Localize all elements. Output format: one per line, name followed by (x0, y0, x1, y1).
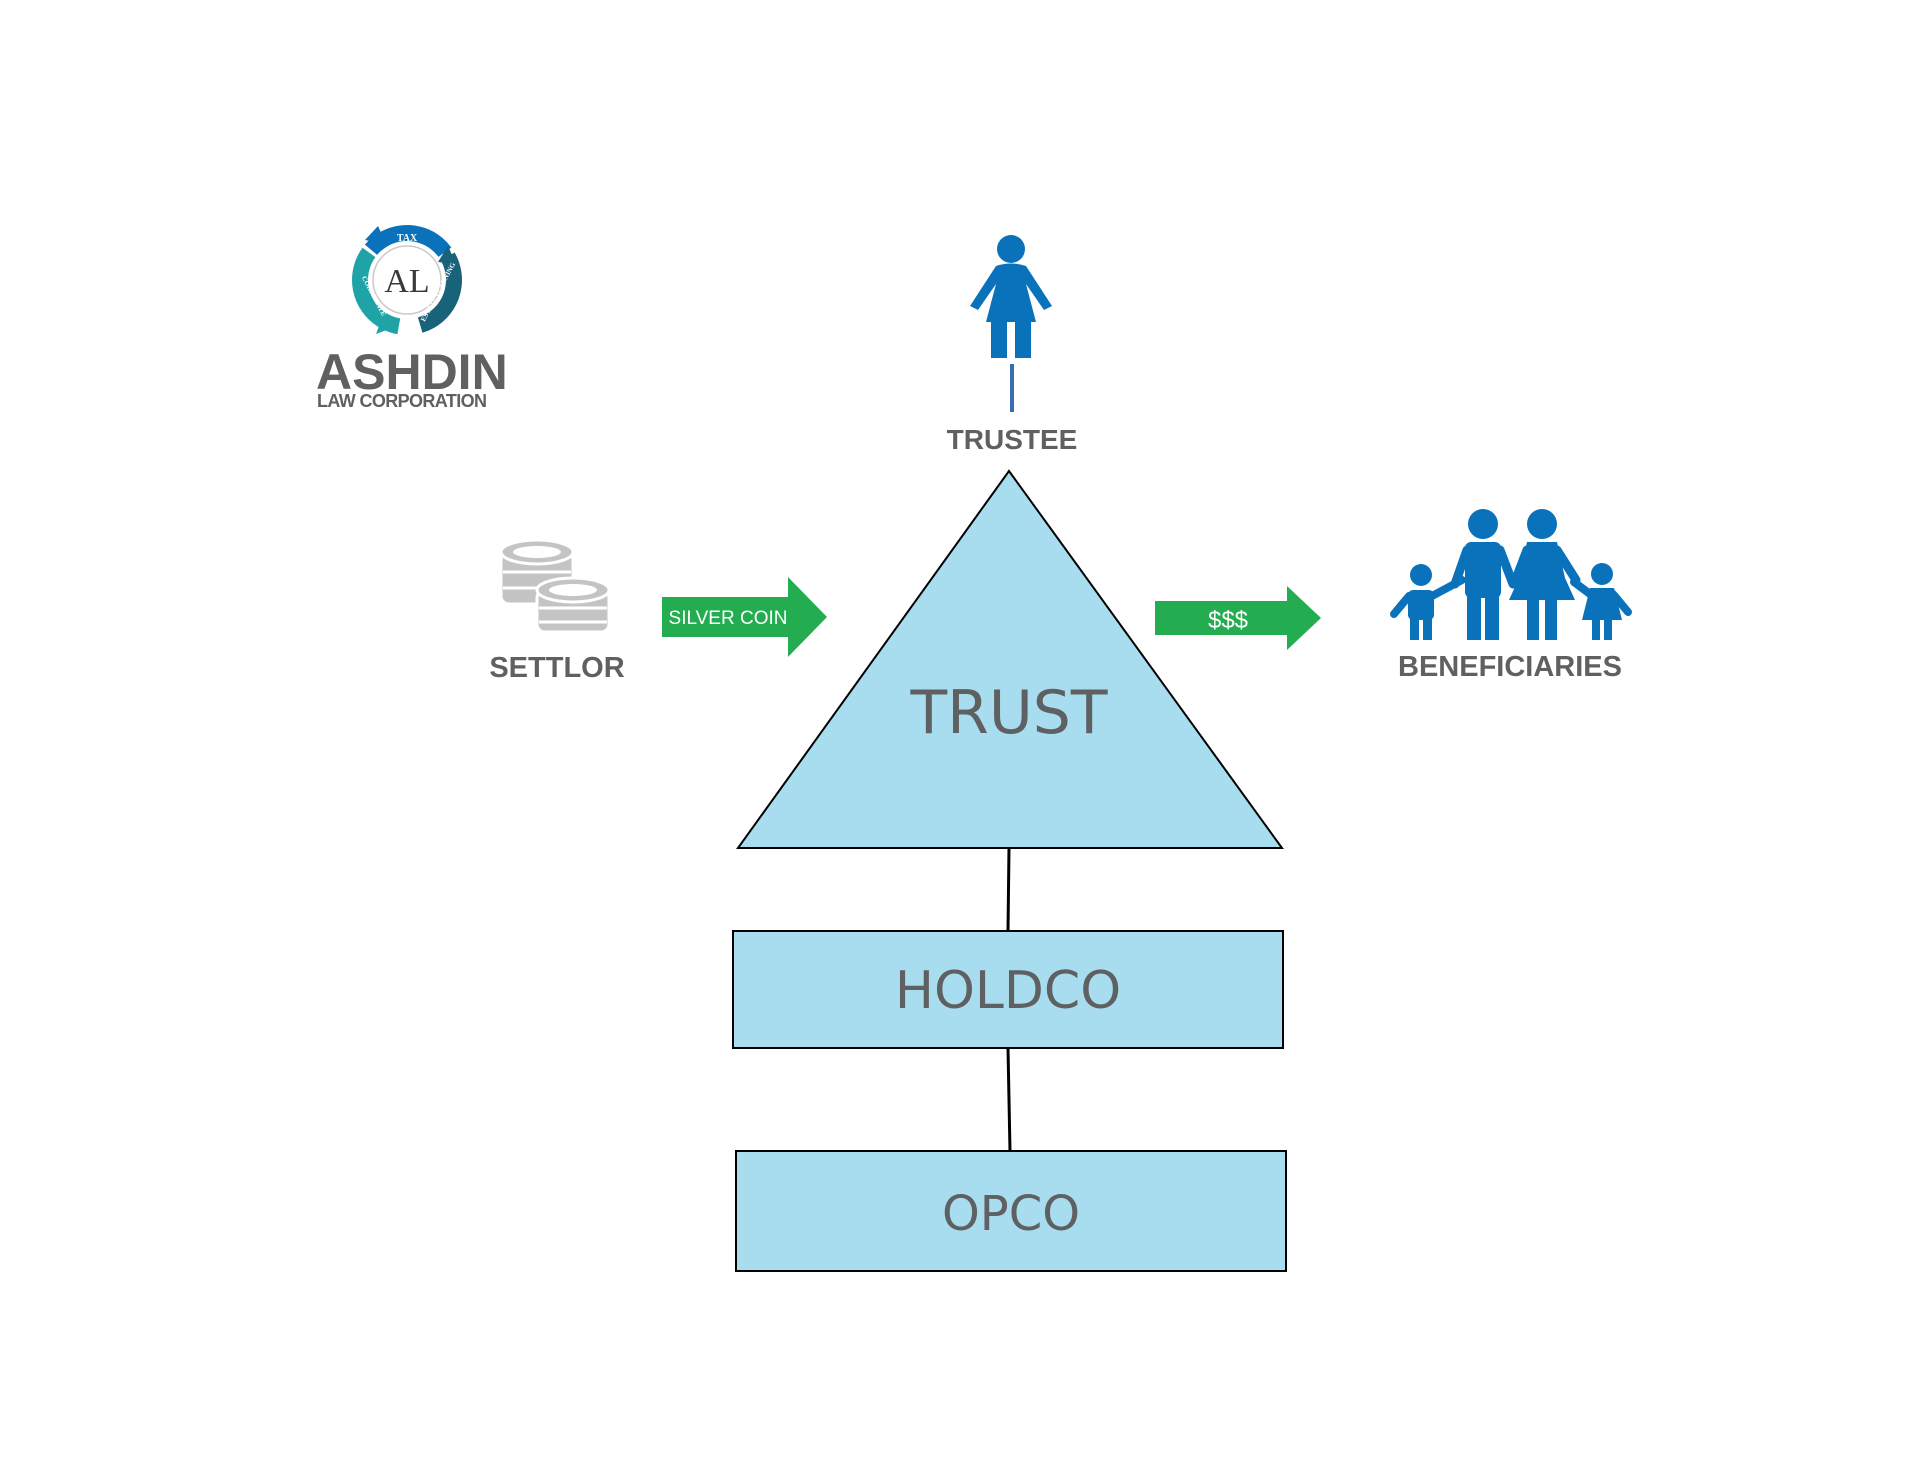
trust-label: TRUST (910, 678, 1108, 748)
coin-stack-icon (499, 538, 611, 634)
settlor-node: SETTLOR (489, 538, 625, 684)
ashdin-logo: AL TAX ESTATE PLANNING CORPORATE ASHDIN … (316, 225, 508, 411)
money-arrow: $$$ (1155, 586, 1321, 650)
holdco-box (732, 930, 1284, 1049)
holdco-opco-connector (1006, 1047, 1012, 1152)
trust-node: TRUST (736, 469, 1284, 849)
circular-arrows-logo-icon: AL TAX ESTATE PLANNING CORPORATE (352, 225, 463, 335)
opco-box (735, 1150, 1287, 1272)
trustee-label: TRUSTEE (947, 424, 1078, 455)
trustee-node: TRUSTEE (947, 235, 1078, 455)
opco-node: OPCO (735, 1150, 1287, 1272)
logo-ring-word-tax: TAX (397, 233, 418, 244)
holdco-label: HOLDCO (895, 961, 1121, 1021)
beneficiaries-node: BENEFICIARIES (1390, 509, 1632, 683)
settlor-label: SETTLOR (489, 652, 624, 684)
trust-triangle (736, 469, 1284, 849)
family-icon (1390, 509, 1632, 640)
opco-label: OPCO (942, 1186, 1080, 1242)
money-arrow-label: $$$ (1208, 607, 1248, 634)
silver-coin-arrow-label: SILVER COIN (669, 608, 788, 629)
beneficiaries-label: BENEFICIARIES (1398, 651, 1622, 683)
woman-person-icon (970, 235, 1052, 358)
silver-coin-arrow: SILVER COIN (662, 577, 827, 657)
holdco-node: HOLDCO (732, 930, 1284, 1049)
trust-holdco-connector (1006, 847, 1011, 932)
logo-name: ASHDIN (316, 344, 508, 400)
logo-subtitle: LAW CORPORATION (317, 391, 487, 411)
logo-monogram: AL (384, 263, 429, 300)
